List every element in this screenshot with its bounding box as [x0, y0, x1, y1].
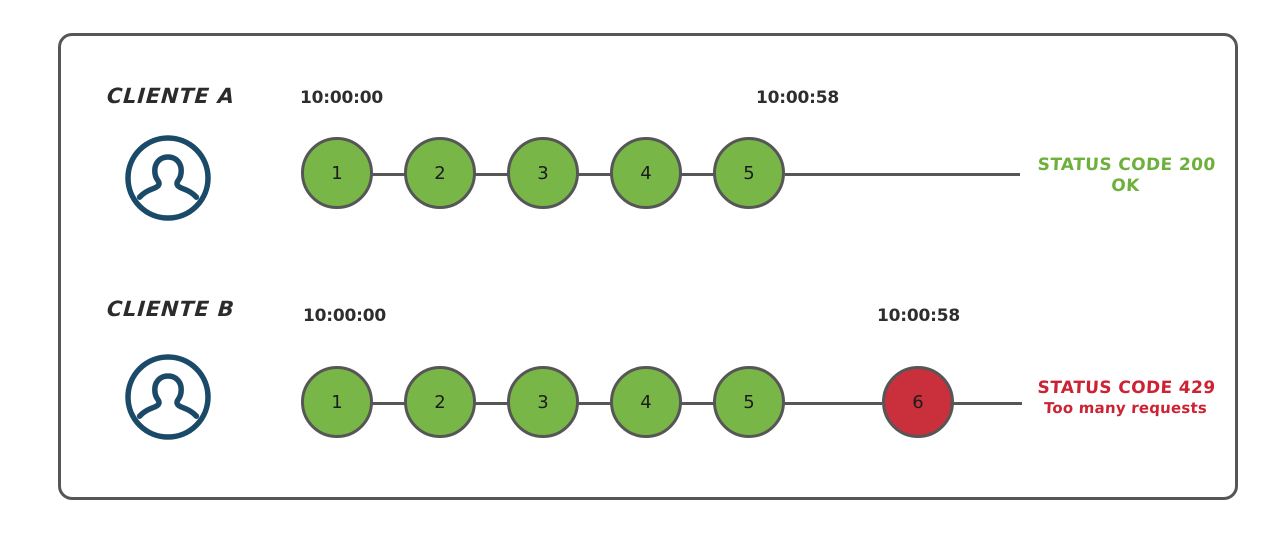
request-node[interactable]: 4 [610, 137, 682, 209]
request-node[interactable]: 3 [507, 366, 579, 438]
chain-connector [337, 402, 882, 405]
request-node[interactable]: 5 [713, 366, 785, 438]
status-message-text: Too many requests [1043, 399, 1208, 418]
response-line-a [785, 173, 1020, 176]
request-node[interactable]: 4 [610, 366, 682, 438]
response-line-b [950, 402, 1022, 405]
timestamp-start-b: 10:00:00 [303, 306, 386, 326]
request-chain-a: 1 2 3 4 5 [301, 137, 841, 213]
request-node[interactable]: 1 [301, 137, 373, 209]
status-badge-b: STATUS CODE 429 Too many requests [1027, 378, 1225, 418]
user-avatar-icon [124, 134, 212, 222]
request-node-blocked[interactable]: 6 [882, 366, 954, 438]
status-code-text: STATUS CODE 429 [1037, 378, 1217, 398]
status-message-text: OK [1110, 176, 1141, 197]
timestamp-start-a: 10:00:00 [300, 88, 383, 108]
client-a-label: CLIENTE A [106, 84, 236, 108]
request-chain-b: 1 2 3 4 5 6 [301, 366, 961, 442]
timestamp-end-a: 10:00:58 [756, 88, 839, 108]
status-code-text: STATUS CODE 200 [1037, 155, 1217, 175]
timestamp-end-b: 10:00:58 [877, 306, 960, 326]
client-b-label: CLIENTE B [106, 297, 236, 321]
request-node[interactable]: 2 [404, 366, 476, 438]
request-node[interactable]: 1 [301, 366, 373, 438]
request-node[interactable]: 2 [404, 137, 476, 209]
user-avatar-icon [124, 353, 212, 441]
request-node[interactable]: 3 [507, 137, 579, 209]
status-badge-a: STATUS CODE 200 OK [1030, 155, 1222, 198]
request-node[interactable]: 5 [713, 137, 785, 209]
